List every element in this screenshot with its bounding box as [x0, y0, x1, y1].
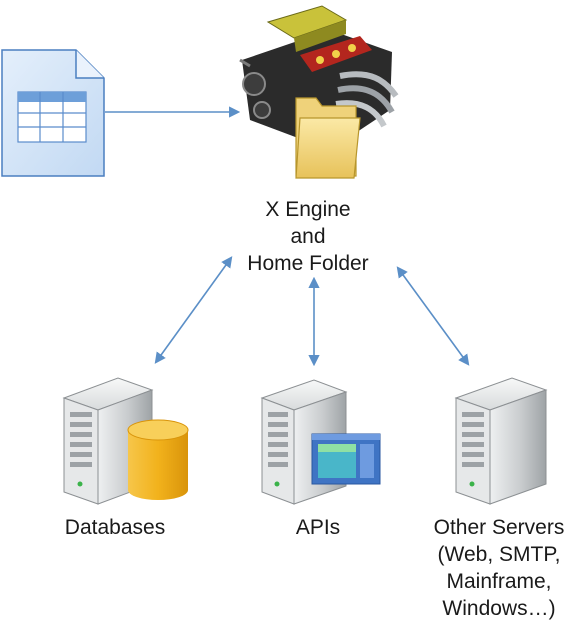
server-with-database-icon: [62, 377, 189, 505]
server-icon: [454, 377, 548, 505]
databases-label: Databases: [40, 514, 190, 541]
other-servers-label: Other Servers (Web, SMTP, Mainframe, Win…: [410, 514, 588, 622]
engine-label-line: and: [290, 225, 326, 248]
apis-label: APIs: [268, 514, 368, 541]
other-servers-label-line: Windows…): [442, 597, 556, 620]
app-window-icon: [311, 433, 381, 485]
engine-other-servers-arrow: [396, 266, 470, 366]
spreadsheet-document-icon: [1, 49, 105, 177]
server-with-window-icon: [260, 379, 381, 505]
database-cylinder-icon: [127, 419, 189, 500]
table-grid-icon: [17, 91, 87, 143]
other-servers-label-line: Mainframe,: [446, 570, 552, 593]
engine-label-line: X Engine: [265, 198, 351, 221]
apis-label-line: APIs: [295, 516, 341, 539]
folder-icon: [295, 97, 361, 179]
engine-with-folder-icon: [239, 5, 399, 179]
other-servers-label-line: Other Servers: [433, 516, 565, 539]
engine-label: X Engine and Home Folder: [214, 196, 402, 277]
engine-databases-arrow: [154, 256, 233, 364]
other-servers-label-line: (Web, SMTP,: [437, 543, 561, 566]
engine-label-line: Home Folder: [247, 252, 369, 275]
databases-label-line: Databases: [64, 516, 166, 539]
